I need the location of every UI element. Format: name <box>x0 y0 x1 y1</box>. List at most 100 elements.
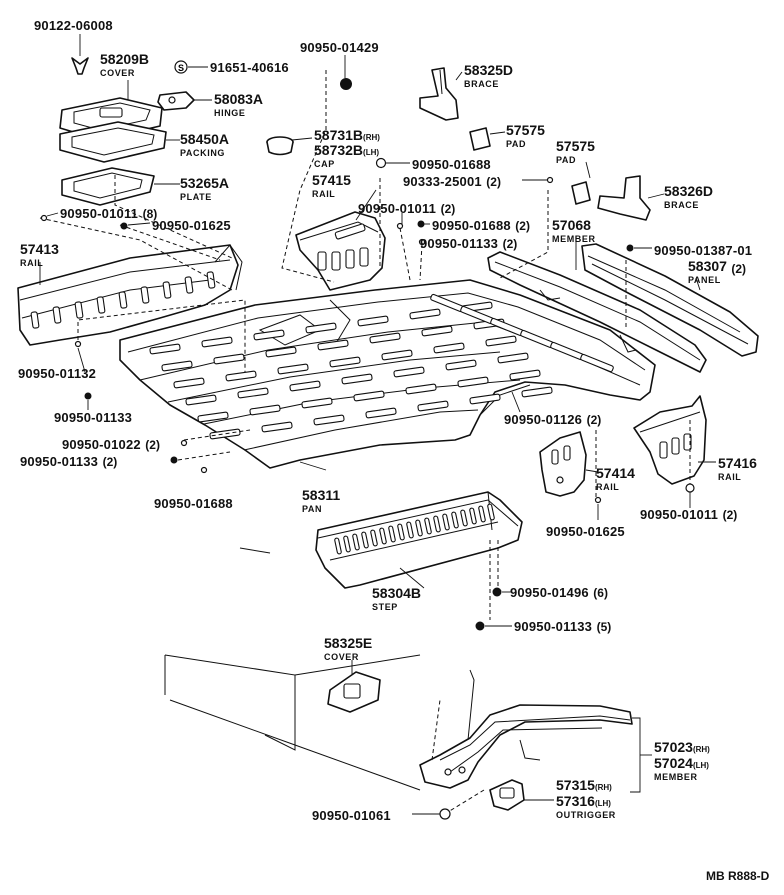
rib-slot <box>201 336 233 348</box>
label-90950-01625-b: 90950-01625 <box>546 524 625 539</box>
label-90950-01011-8: 90950-01011 (8) <box>60 206 158 221</box>
rib-slot <box>485 335 517 347</box>
rib-slot <box>460 509 468 527</box>
rib-slot <box>301 397 333 409</box>
label-90122-06008: 90122-06008 <box>34 18 113 33</box>
rib-slot <box>184 276 194 294</box>
outrigger <box>489 779 525 811</box>
rib-slot <box>433 342 465 354</box>
frame-member <box>419 669 633 789</box>
label-90950-01126: 90950-01126 (2) <box>504 412 602 427</box>
label-90950-01133-2: 90950-01133 (2) <box>20 454 118 469</box>
rib-slot <box>357 315 389 327</box>
label-90950-01625-a: 90950-01625 <box>152 218 231 233</box>
floor-pan-ribs <box>149 293 614 440</box>
rib-slot <box>237 387 269 399</box>
body-outline <box>164 547 421 791</box>
label-90950-01061: 90950-01061 <box>312 808 391 823</box>
rib-slot <box>509 369 541 381</box>
rib-slot <box>253 329 285 341</box>
cross-member <box>487 251 707 373</box>
rib-slot <box>173 377 205 389</box>
access-cover-stack: S <box>59 57 195 206</box>
label-90950-01133-2b: 90950-01133 (2) <box>420 236 518 251</box>
right-rail-57416 <box>633 395 707 485</box>
rib-slot <box>580 353 614 373</box>
rib-slot <box>197 411 229 423</box>
pads <box>469 127 591 205</box>
label-58731b: 58731B(RH) <box>314 127 380 143</box>
label-90950-01132: 90950-01132 <box>18 366 97 381</box>
rib-slot <box>185 394 217 406</box>
step-ribs <box>334 503 495 555</box>
rib-slot <box>213 353 245 365</box>
rib-slot <box>206 271 216 289</box>
cap <box>266 136 294 156</box>
rib-slot <box>96 296 106 314</box>
brace-58325d <box>419 67 459 121</box>
rib-slot <box>225 370 257 382</box>
rib-slot <box>341 373 373 385</box>
rib-slot <box>370 529 378 547</box>
rib-slot <box>417 400 449 412</box>
rib-slot <box>469 393 501 405</box>
rib-slot <box>289 380 321 392</box>
rib-slot <box>405 383 437 395</box>
rib-slot <box>406 521 414 539</box>
alignment-lines <box>39 70 691 813</box>
rib-slot <box>451 511 459 529</box>
rib-slot <box>329 356 361 368</box>
label-90950-01387-01: 90950-01387-01 <box>654 243 753 258</box>
label-90950-01688-a: 90950-01688 <box>154 496 233 511</box>
brace-58326d <box>597 175 651 221</box>
diagram-code: MB R888-D <box>706 869 770 883</box>
label-90950-01022: 90950-01022 (2) <box>62 437 160 452</box>
rib-slot <box>365 407 397 419</box>
label-91651-40616: 91651-40616 <box>210 60 289 75</box>
rib-slot <box>149 343 181 355</box>
label-90950-01133-5: 90950-01133 (5) <box>514 619 612 634</box>
rib-slot <box>140 286 150 304</box>
rib-slot <box>487 503 495 521</box>
label-90950-01496: 90950-01496 (6) <box>510 585 608 600</box>
rib-slot <box>469 507 477 525</box>
label-58732b: 58732B(LH)CAP <box>314 142 380 169</box>
rib-slot <box>445 359 477 371</box>
fasteners <box>40 78 695 820</box>
rib-slot <box>74 301 84 319</box>
rib-slot <box>313 414 345 426</box>
rib-slot <box>415 519 423 537</box>
center-rail <box>295 211 386 291</box>
leader-lines <box>39 34 716 815</box>
label-90950-01011-2a: 90950-01011 (2) <box>358 201 456 216</box>
rib-slot <box>353 390 385 402</box>
rib-slot <box>305 322 337 334</box>
label-57024: 57024(LH)MEMBER <box>654 755 709 782</box>
rib-slot <box>433 515 441 533</box>
rib-slot <box>421 325 453 337</box>
rib-slot <box>317 339 349 351</box>
cover-58325e <box>327 671 381 713</box>
label-90950-01133-a: 90950-01133 <box>54 410 133 425</box>
label-90950-01011-2b: 90950-01011 (2) <box>640 507 738 522</box>
label-57316: 57316(LH)OUTRIGGER <box>556 793 616 820</box>
rib-slot <box>381 349 413 361</box>
svg-text:S: S <box>178 63 184 73</box>
rib-slot <box>393 366 425 378</box>
rib-slot <box>161 360 193 372</box>
rib-slot <box>369 332 401 344</box>
rib-slot <box>30 311 40 329</box>
rib-slot <box>457 376 489 388</box>
label-90950-01688-b: 90950-01688 <box>412 157 491 172</box>
rib-slot <box>409 308 441 320</box>
right-rail-57414 <box>539 431 587 497</box>
